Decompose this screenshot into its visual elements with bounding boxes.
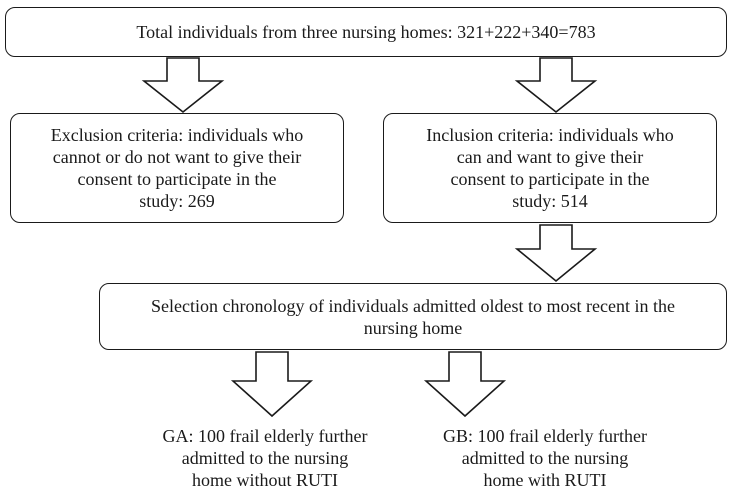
arrow-selection-to-gb bbox=[423, 351, 507, 418]
selection-chronology-text: Selection chronology of individuals admi… bbox=[151, 295, 675, 338]
arrow-total-to-inclusion bbox=[514, 57, 598, 114]
arrow-inclusion-to-selection bbox=[514, 224, 598, 283]
total-individuals-box: Total individuals from three nursing hom… bbox=[5, 7, 727, 57]
selection-chronology-box: Selection chronology of individuals admi… bbox=[99, 283, 727, 350]
inclusion-criteria-box: Inclusion criteria: individuals who can … bbox=[383, 113, 717, 223]
arrow-total-to-exclusion bbox=[141, 57, 225, 114]
exclusion-criteria-text: Exclusion criteria: individuals who cann… bbox=[50, 125, 304, 211]
group-a-text: GA: 100 frail elderly further admitted t… bbox=[162, 426, 368, 490]
arrow-selection-to-ga bbox=[230, 351, 314, 418]
total-individuals-text: Total individuals from three nursing hom… bbox=[136, 22, 596, 42]
exclusion-criteria-box: Exclusion criteria: individuals who cann… bbox=[10, 113, 344, 223]
inclusion-criteria-text: Inclusion criteria: individuals who can … bbox=[426, 125, 674, 211]
group-b-text: GB: 100 frail elderly further admitted t… bbox=[443, 426, 647, 490]
